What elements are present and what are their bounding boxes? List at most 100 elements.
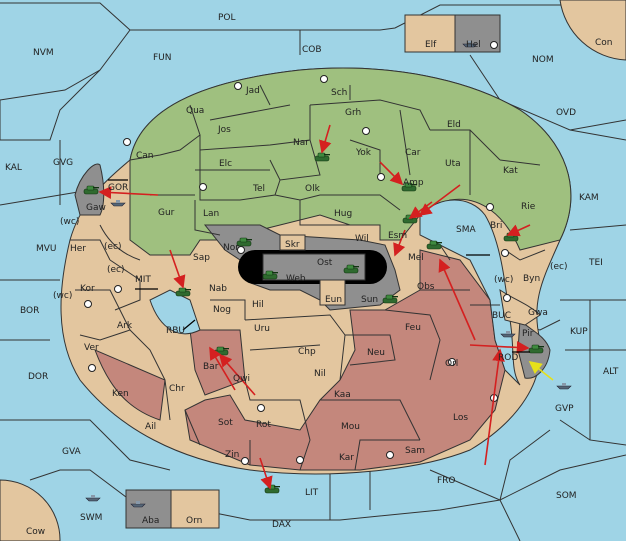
label-rod[interactable]: ROD bbox=[498, 353, 518, 363]
label-alt[interactable]: ALT bbox=[603, 367, 619, 377]
label-tei[interactable]: TEI bbox=[588, 258, 603, 268]
coast-label[interactable]: (ec) bbox=[107, 265, 125, 275]
label-grh[interactable]: Grh bbox=[345, 108, 361, 118]
label-kar[interactable]: Kar bbox=[339, 453, 354, 463]
coast-label[interactable]: (ec) bbox=[550, 262, 568, 272]
province-cow[interactable] bbox=[0, 479, 61, 541]
label-sam[interactable]: Sam bbox=[405, 446, 425, 456]
label-qwi[interactable]: Qwi bbox=[233, 374, 250, 384]
province-eun[interactable] bbox=[319, 279, 346, 306]
label-nar[interactable]: Nar bbox=[293, 138, 309, 148]
label-byn[interactable]: Byn bbox=[523, 274, 540, 284]
label-can[interactable]: Can bbox=[136, 151, 154, 161]
label-chp[interactable]: Chp bbox=[298, 347, 316, 357]
label-gvp[interactable]: GVP bbox=[555, 404, 574, 414]
label-kal[interactable]: KAL bbox=[5, 163, 22, 173]
label-buc[interactable]: BUC bbox=[492, 311, 511, 321]
label-qua[interactable]: Qua bbox=[186, 106, 204, 116]
label-ark[interactable]: Ark bbox=[117, 321, 133, 331]
coast-label[interactable]: (ec) bbox=[104, 242, 122, 252]
label-mel[interactable]: Mel bbox=[408, 253, 424, 263]
label-kup[interactable]: KUP bbox=[570, 327, 588, 337]
label-rot[interactable]: Rot bbox=[256, 420, 271, 430]
label-hil[interactable]: Hil bbox=[252, 300, 264, 310]
label-kat[interactable]: Kat bbox=[503, 166, 518, 176]
label-uta[interactable]: Uta bbox=[445, 159, 461, 169]
label-chr[interactable]: Chr bbox=[169, 384, 185, 394]
province-aba[interactable] bbox=[125, 489, 172, 529]
coast-label[interactable]: (wc) bbox=[60, 217, 79, 227]
label-gor[interactable]: GOR bbox=[108, 183, 128, 193]
label-jad[interactable]: Jad bbox=[245, 86, 260, 96]
label-hug[interactable]: Hug bbox=[334, 209, 352, 219]
province-bar[interactable] bbox=[189, 329, 246, 396]
label-kam[interactable]: KAM bbox=[579, 193, 599, 203]
label-fro[interactable]: FRO bbox=[437, 476, 456, 486]
label-nil[interactable]: Nil bbox=[314, 369, 326, 379]
label-ost[interactable]: Ost bbox=[317, 258, 333, 268]
label-bar[interactable]: Bar bbox=[203, 362, 219, 372]
label-hel[interactable]: Hel bbox=[466, 40, 481, 50]
label-feu[interactable]: Feu bbox=[405, 323, 421, 333]
label-sch[interactable]: Sch bbox=[331, 88, 347, 98]
label-zin[interactable]: Zin bbox=[225, 450, 239, 460]
label-ken[interactable]: Ken bbox=[112, 389, 129, 399]
label-ovd[interactable]: OVD bbox=[556, 108, 576, 118]
label-tel[interactable]: Tel bbox=[252, 184, 265, 194]
province-orn[interactable] bbox=[170, 489, 220, 529]
label-swm[interactable]: SWM bbox=[80, 513, 102, 523]
label-olk[interactable]: Olk bbox=[305, 184, 321, 194]
label-gur[interactable]: Gur bbox=[158, 208, 175, 218]
label-mou[interactable]: Mou bbox=[341, 422, 360, 432]
label-nab[interactable]: Nab bbox=[209, 284, 227, 294]
label-lit[interactable]: LIT bbox=[305, 488, 319, 498]
label-nvm[interactable]: NVM bbox=[33, 48, 54, 58]
label-obs[interactable]: Obs bbox=[417, 282, 435, 292]
label-nom[interactable]: NOM bbox=[532, 55, 554, 65]
label-rbu[interactable]: RBU bbox=[166, 326, 185, 336]
label-sun[interactable]: Sun bbox=[361, 295, 378, 305]
label-cow[interactable]: Cow bbox=[26, 527, 45, 537]
label-elf[interactable]: Elf bbox=[425, 40, 437, 50]
label-car[interactable]: Car bbox=[405, 148, 421, 158]
label-sma[interactable]: SMA bbox=[456, 225, 476, 235]
label-esm[interactable]: Esm bbox=[388, 231, 407, 241]
province-skr[interactable] bbox=[279, 234, 306, 251]
label-aba[interactable]: Aba bbox=[142, 516, 159, 526]
label-kor[interactable]: Kor bbox=[80, 284, 95, 294]
label-ail[interactable]: Ail bbox=[145, 422, 156, 432]
coast-label[interactable]: (wc) bbox=[494, 275, 513, 285]
label-eun[interactable]: Eun bbox=[325, 295, 342, 305]
label-bor[interactable]: BOR bbox=[20, 306, 39, 316]
coast-label[interactable]: (wc) bbox=[53, 291, 72, 301]
label-sot[interactable]: Sot bbox=[218, 418, 233, 428]
label-dor[interactable]: DOR bbox=[28, 372, 48, 382]
label-kaa[interactable]: Kaa bbox=[334, 390, 351, 400]
label-orn[interactable]: Orn bbox=[186, 516, 202, 526]
label-bri[interactable]: Bri bbox=[490, 221, 502, 231]
label-lan[interactable]: Lan bbox=[203, 209, 219, 219]
label-gaw[interactable]: Gaw bbox=[86, 203, 106, 213]
label-wil[interactable]: Wil bbox=[355, 234, 369, 244]
label-skr[interactable]: Skr bbox=[285, 240, 300, 250]
label-jos[interactable]: Jos bbox=[217, 125, 231, 135]
label-nog[interactable]: Nog bbox=[213, 305, 231, 315]
label-uru[interactable]: Uru bbox=[254, 324, 270, 334]
label-ver[interactable]: Ver bbox=[84, 343, 99, 353]
label-eld[interactable]: Eld bbox=[447, 120, 461, 130]
label-her[interactable]: Her bbox=[70, 244, 86, 254]
label-orl[interactable]: Orl bbox=[445, 359, 458, 369]
label-gwa[interactable]: Gwa bbox=[528, 308, 548, 318]
label-yok[interactable]: Yok bbox=[355, 148, 372, 158]
label-mvu[interactable]: MVU bbox=[36, 244, 57, 254]
label-pol[interactable]: POL bbox=[218, 13, 236, 23]
province-ken[interactable] bbox=[94, 349, 166, 421]
label-gvg[interactable]: GVG bbox=[53, 158, 73, 168]
label-sap[interactable]: Sap bbox=[193, 253, 210, 263]
label-elc[interactable]: Elc bbox=[219, 159, 232, 169]
label-fun[interactable]: FUN bbox=[153, 53, 172, 63]
label-neu[interactable]: Neu bbox=[367, 348, 385, 358]
label-con[interactable]: Con bbox=[595, 38, 613, 48]
label-pir[interactable]: Pir bbox=[522, 329, 534, 339]
label-gva[interactable]: GVA bbox=[62, 447, 82, 457]
